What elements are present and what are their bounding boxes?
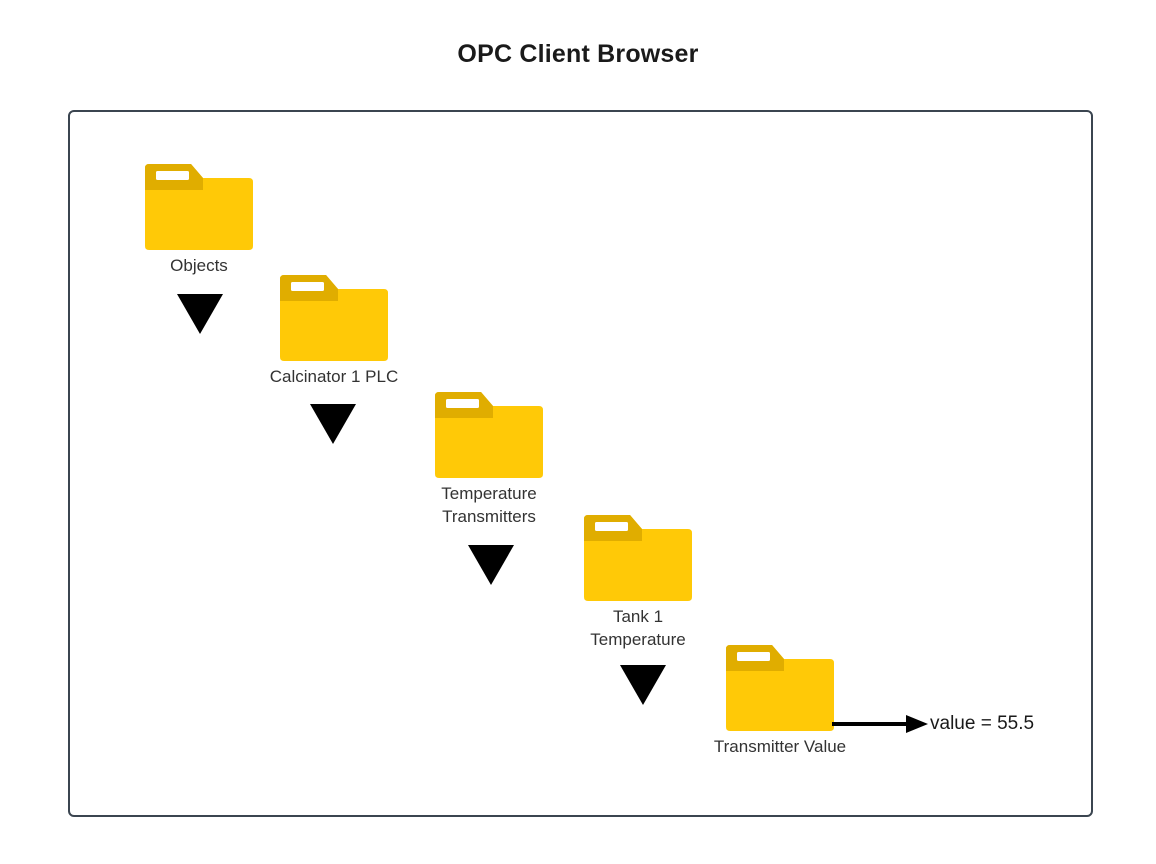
triangle-down-icon xyxy=(177,294,223,334)
tree-node-label: Objects xyxy=(170,256,228,275)
folder-icon[interactable] xyxy=(584,515,692,601)
tree-node-tank-1-temperature[interactable]: Tank 1 Temperature xyxy=(584,515,692,649)
folder-icon[interactable] xyxy=(435,392,543,478)
tree-node-calcinator-1-plc[interactable]: Calcinator 1 PLC xyxy=(270,275,398,386)
triangle-down-icon xyxy=(468,545,514,585)
folder-icon[interactable] xyxy=(726,645,834,731)
tree-node-transmitter-value[interactable]: Transmitter Value xyxy=(714,645,846,756)
folder-icon[interactable] xyxy=(145,164,253,250)
value-readout: value = 55.5 xyxy=(930,713,1035,734)
tree-node-label: Tank 1 Temperature xyxy=(590,607,686,649)
triangle-down-icon xyxy=(310,404,356,444)
tree-node-objects[interactable]: Objects xyxy=(145,164,253,275)
triangle-down-icon xyxy=(620,665,666,705)
folder-icon[interactable] xyxy=(280,275,388,361)
tree-node-label: Temperature Transmitters xyxy=(441,484,537,526)
tree-node-temperature-transmitters[interactable]: Temperature Transmitters xyxy=(435,392,543,526)
tree-node-label: Calcinator 1 PLC xyxy=(269,367,399,386)
opc-browser-canvas: Objects Calcinator 1 PLC xyxy=(68,110,1093,817)
arrow-right-icon xyxy=(832,715,928,733)
tree-node-label: Transmitter Value xyxy=(713,737,847,756)
page-title: OPC Client Browser xyxy=(457,40,699,68)
